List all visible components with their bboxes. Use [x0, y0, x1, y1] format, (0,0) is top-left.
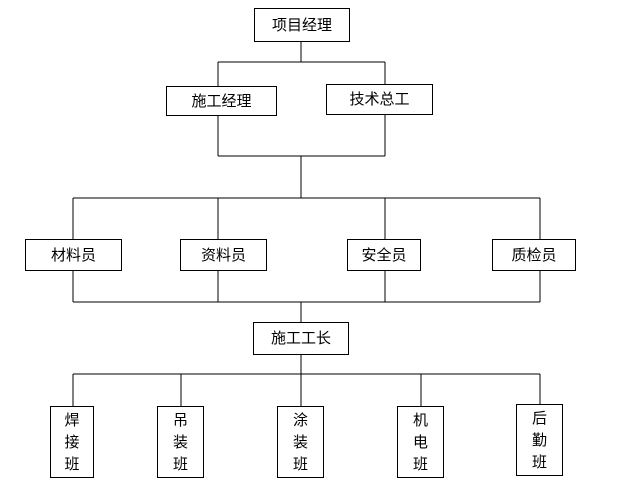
- team-char: 机: [412, 411, 428, 429]
- box-technical-chief: 技术总工: [326, 84, 433, 115]
- box-label: 施工经理: [191, 91, 252, 110]
- box-label: 质检员: [511, 245, 557, 264]
- box-label: 资料员: [200, 245, 246, 264]
- box-label: 安全员: [361, 245, 407, 264]
- team-char: 装: [292, 433, 308, 451]
- team-char: 班: [412, 455, 428, 473]
- box-material-clerk: 材料员: [25, 239, 122, 271]
- box-safety-officer: 安全员: [347, 239, 421, 271]
- box-project-manager: 项目经理: [254, 8, 350, 42]
- team-char: 装: [172, 433, 188, 451]
- team-char: 勤: [531, 431, 547, 449]
- box-electromechanical-team: 机 电 班: [397, 406, 444, 478]
- team-char: 接: [64, 433, 80, 451]
- box-quality-inspector: 质检员: [492, 239, 576, 271]
- team-char: 焊: [64, 411, 80, 429]
- box-painting-team: 涂 装 班: [277, 406, 324, 478]
- box-label: 材料员: [50, 245, 96, 264]
- team-char: 班: [292, 455, 308, 473]
- team-char: 后: [531, 409, 547, 427]
- box-welding-team: 焊 接 班: [50, 406, 94, 478]
- team-char: 班: [172, 455, 188, 473]
- team-char: 电: [412, 433, 428, 451]
- team-char: 班: [64, 455, 80, 473]
- box-document-clerk: 资料员: [180, 239, 267, 271]
- box-label: 技术总工: [349, 90, 410, 108]
- box-construction-manager: 施工经理: [166, 86, 277, 116]
- box-logistics-team: 后 勤 班: [516, 404, 563, 476]
- box-hoisting-team: 吊 装 班: [157, 406, 204, 478]
- team-char: 班: [531, 453, 547, 471]
- box-construction-foreman: 施工工长: [253, 322, 349, 355]
- team-char: 涂: [292, 411, 308, 429]
- box-label: 施工工长: [270, 329, 331, 347]
- box-label: 项目经理: [271, 15, 332, 34]
- team-char: 吊: [172, 411, 188, 429]
